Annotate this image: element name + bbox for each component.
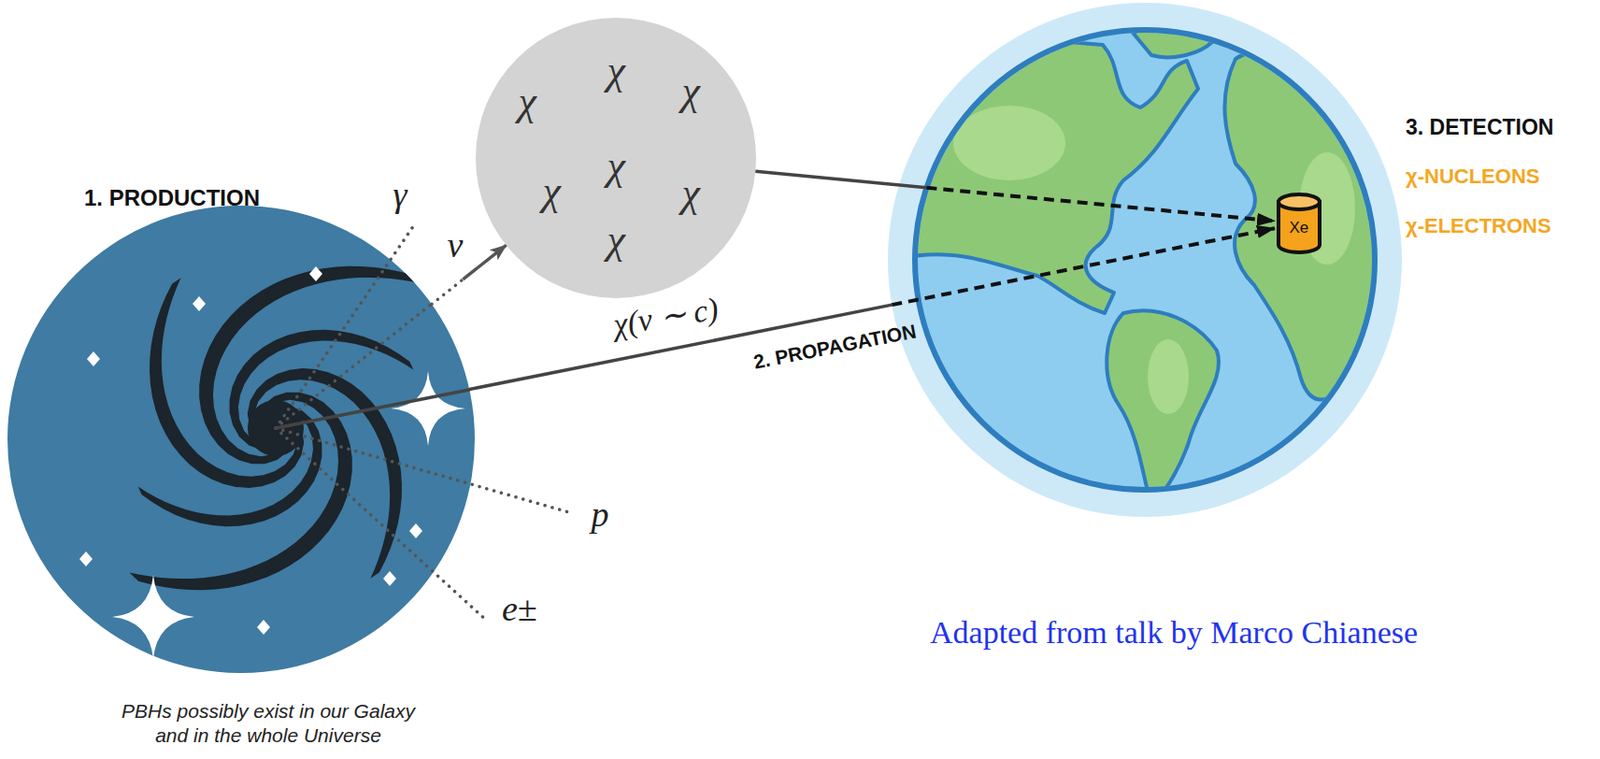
text-holder: p — [591, 496, 610, 532]
highlight — [1147, 339, 1189, 415]
text-holder: Xe — [1289, 218, 1310, 238]
stage-heading: 1. PRODUCTION — [84, 185, 260, 212]
spiral-arm — [199, 266, 422, 465]
particle-symbol: χ — [542, 171, 561, 213]
particle-label: γ — [393, 176, 408, 213]
connector-segment — [462, 244, 506, 280]
star — [86, 351, 100, 367]
detector-label: Xe — [1289, 218, 1310, 238]
text-holder: χ-NUCLEONS — [1405, 164, 1540, 189]
particle-cloud: χχχχχχχ — [475, 17, 757, 299]
earth-node: 3. DETECTIONχ-NUCLEONSχ-ELECTRONS Xe — [887, 2, 1402, 517]
text-holder: 3. DETECTION — [1405, 114, 1554, 141]
particle-label: e± — [501, 590, 538, 627]
atmosphere — [887, 2, 1402, 517]
text-holder: χ — [682, 71, 700, 113]
star — [309, 266, 323, 282]
star — [192, 296, 206, 312]
dark-matter-ray — [275, 389, 470, 429]
connector-segment — [431, 279, 463, 305]
star — [257, 619, 271, 635]
galaxy-node: 1. PRODUCTIONPBHs possibly exist in our … — [7, 205, 475, 673]
text-holder: γ — [393, 176, 408, 213]
text-holder: 1. PRODUCTION — [84, 185, 260, 212]
edge-label: ν — [447, 227, 464, 263]
continent — [1224, 51, 1386, 400]
text-holder: 2. PROPAGATION — [752, 335, 918, 358]
star — [383, 571, 397, 586]
caption-text: PBHs possibly exist in our Galaxy and in… — [111, 699, 427, 749]
particle-symbol: χ — [607, 145, 626, 187]
particle-symbol: χ — [682, 71, 700, 113]
highlight — [953, 105, 1066, 181]
galaxy-disc — [7, 205, 475, 673]
channel-label: χ-NUCLEONS — [1405, 164, 1540, 189]
particle-symbol: χ — [607, 219, 626, 261]
edge-label: χ(v ∼ c) — [610, 290, 720, 343]
sparkle — [390, 371, 466, 446]
stars — [79, 266, 466, 659]
text-holder: χ — [607, 50, 626, 92]
earth-illustration — [887, 2, 1402, 517]
neutrino-ray — [275, 303, 432, 429]
particle-symbol: χ — [518, 81, 537, 123]
continent — [906, 40, 1199, 314]
particle-symbol: χ — [682, 172, 700, 215]
text-holder: χ — [607, 145, 626, 187]
cylinder-top — [1278, 194, 1320, 210]
text-holder: χ — [682, 172, 700, 215]
star — [79, 551, 93, 567]
continents — [906, 27, 1386, 508]
channel-label: χ-ELECTRONS — [1405, 214, 1552, 239]
connector — [431, 244, 507, 304]
text-holder: χ — [542, 171, 561, 213]
stage-heading: 3. DETECTION — [1405, 114, 1554, 141]
text-holder: χ — [518, 81, 537, 123]
text-holder: χ-ELECTRONS — [1405, 214, 1552, 239]
proton-ray — [275, 428, 572, 514]
continent-highlights — [953, 105, 1356, 415]
text-holder: ν — [447, 227, 464, 263]
text-holder: Adapted from talk by Marco Chianese — [929, 614, 1418, 651]
particle-symbol: χ — [607, 50, 626, 92]
text-holder: e± — [501, 590, 538, 627]
earth-outline — [914, 29, 1375, 490]
emission-rays — [275, 222, 572, 622]
credit-note: Adapted from talk by Marco Chianese — [929, 614, 1418, 651]
text-holder: χ — [607, 219, 626, 261]
galaxy-illustration — [7, 205, 475, 673]
electron-ray — [275, 428, 488, 622]
text-holder: χ(v ∼ c) — [613, 299, 719, 334]
photon-ray — [275, 222, 416, 429]
particle-label: p — [591, 496, 610, 532]
star — [409, 523, 423, 539]
continent — [1106, 310, 1219, 508]
sparkle — [112, 574, 195, 659]
detector-node: Xe — [1274, 190, 1324, 257]
cloud-disc — [475, 17, 757, 299]
text-holder: PBHs possibly exist in our Galaxy and in… — [111, 699, 427, 749]
